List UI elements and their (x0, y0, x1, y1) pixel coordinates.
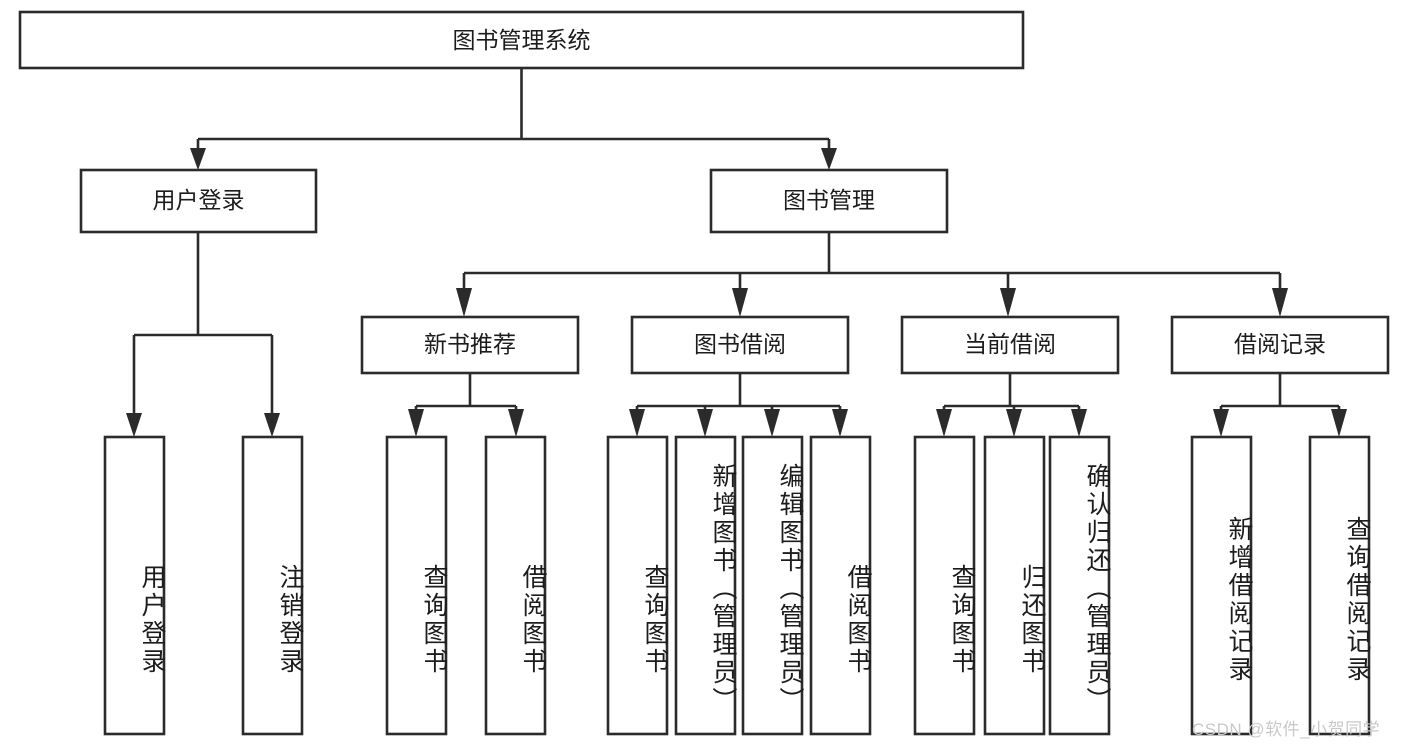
node-new-book-recommend-box[interactable] (360, 315, 580, 375)
node-borrow-record-label: 借阅记录 (1234, 331, 1326, 357)
leaf-return-book-box[interactable] (983, 435, 1046, 736)
node-current-borrow-box[interactable] (900, 315, 1120, 375)
leaf-logout-box[interactable] (241, 435, 304, 736)
arrow-head-user-login (190, 148, 206, 170)
arrow-head-leaf-borrow-book (832, 409, 848, 437)
arrow-head-leaf-return-book (1006, 409, 1022, 437)
leaf-borrow-book-rec-box[interactable] (484, 435, 547, 736)
leaf-user-login-box[interactable] (103, 435, 166, 736)
node-root-label: 图书管理系统 (453, 27, 591, 53)
node-current-borrow-label: 当前借阅 (964, 331, 1056, 357)
arrow-head-leaf-add-record (1213, 409, 1229, 437)
leaf-add-book-box[interactable] (674, 435, 737, 736)
node-book-borrow[interactable]: 图书借阅 (630, 315, 850, 375)
node-root-box[interactable] (18, 10, 1025, 70)
connector-layer (126, 68, 1347, 437)
node-new-book-recommend[interactable]: 新书推荐 (360, 315, 580, 375)
arrow-head-leaf-add-book (697, 409, 713, 437)
arrow-head-leaf-borrow-book-rec (508, 409, 524, 437)
leaf-query-book-cur-box[interactable] (913, 435, 976, 736)
leaf-query-book-rec-box[interactable] (385, 435, 448, 736)
node-new-book-recommend-label: 新书推荐 (424, 331, 516, 357)
leaf-query-book-borrow-box[interactable] (606, 435, 669, 736)
leaf-box-layer (103, 435, 1371, 736)
node-book-manage-label: 图书管理 (783, 187, 875, 213)
node-book-borrow-label: 图书借阅 (694, 331, 786, 357)
arrow-head-leaf-edit-book (764, 409, 780, 437)
leaf-add-record-box[interactable] (1190, 435, 1253, 736)
node-borrow-record[interactable]: 借阅记录 (1170, 315, 1390, 375)
arrow-head-leaf-query-book-cur (936, 409, 952, 437)
arrow-head-leaf-user-login (126, 413, 142, 437)
leaf-confirm-return-box[interactable] (1048, 435, 1111, 736)
node-user-login-label: 用户登录 (153, 187, 245, 213)
node-current-borrow[interactable]: 当前借阅 (900, 315, 1120, 375)
arrow-head-borrow-record (1272, 288, 1288, 317)
node-user-login-box[interactable] (79, 168, 318, 234)
arrow-head-leaf-confirm-return (1071, 409, 1087, 437)
arrow-head-book-borrow (732, 288, 748, 317)
node-root[interactable]: 图书管理系统 (18, 10, 1025, 70)
leaf-edit-book-box[interactable] (741, 435, 804, 736)
arrow-head-leaf-logout (264, 413, 280, 437)
csdn-watermark: CSDN @软件_小贺同学 (1192, 720, 1381, 739)
arrow-head-leaf-query-book-rec (408, 409, 424, 437)
arrow-head-current-borrow (1000, 288, 1016, 317)
leaf-query-record-box[interactable] (1308, 435, 1371, 736)
arrow-head-new-book-recommend (456, 288, 472, 317)
leaf-borrow-book-box[interactable] (809, 435, 872, 736)
arrow-head-leaf-query-record (1331, 409, 1347, 437)
arrow-head-book-manage (821, 148, 837, 170)
node-book-borrow-box[interactable] (630, 315, 850, 375)
node-book-manage-box[interactable] (709, 168, 949, 234)
node-borrow-record-box[interactable] (1170, 315, 1390, 375)
node-user-login[interactable]: 用户登录 (79, 168, 318, 234)
arrow-head-leaf-query-book-borrow (629, 409, 645, 437)
node-book-manage[interactable]: 图书管理 (709, 168, 949, 234)
